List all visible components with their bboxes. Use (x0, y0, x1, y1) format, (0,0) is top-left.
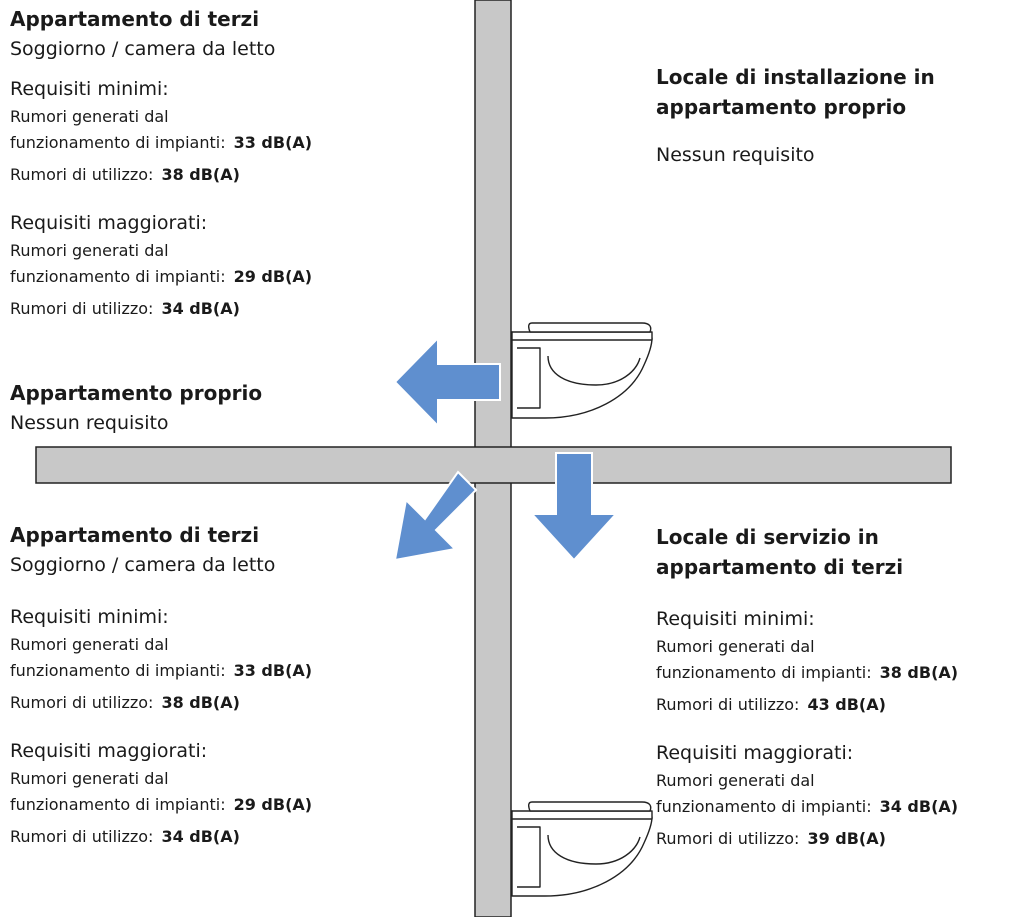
arrow-down-left-icon (393, 470, 478, 562)
db-value: 33 dB(A) (233, 661, 313, 680)
db-value: 34 dB(A) (161, 299, 240, 318)
wall-toilet-icon (511, 801, 653, 897)
req-label: Rumori di utilizzo: (10, 299, 154, 318)
req-line: Rumori di utilizzo: 34 dB(A) (10, 824, 312, 850)
req-line: Rumori di utilizzo: 39 dB(A) (656, 826, 958, 852)
db-value: 33 dB(A) (233, 133, 313, 152)
req-line: Rumori generati dal (10, 769, 169, 788)
req-line: Rumori di utilizzo: 43 dB(A) (656, 692, 958, 718)
increased-requirements-heading: Requisiti maggiorati: (10, 212, 208, 234)
req-label: funzionamento di impianti: (656, 797, 872, 816)
req-label: Rumori di utilizzo: (10, 827, 154, 846)
db-value: 38 dB(A) (161, 165, 240, 184)
req-line: funzionamento di impianti: 34 dB(A) (656, 794, 958, 820)
req-label: Rumori di utilizzo: (656, 695, 800, 714)
section-subtitle: Soggiorno / camera da letto (10, 38, 276, 60)
db-value: 34 dB(A) (879, 797, 959, 816)
section-subtitle: Nessun requisito (10, 412, 169, 434)
db-value: 29 dB(A) (233, 267, 313, 286)
section-title: appartamento di terzi (656, 555, 904, 579)
req-label: funzionamento di impianti: (10, 661, 226, 680)
min-requirements-heading: Requisiti minimi: (10, 78, 169, 100)
section-subtitle: Nessun requisito (656, 144, 815, 166)
req-line: Rumori generati dal (656, 637, 815, 656)
req-label: funzionamento di impianti: (10, 267, 226, 286)
db-value: 38 dB(A) (879, 663, 959, 682)
top-left-requirements: Appartamento di terzi Soggiorno / camera… (10, 4, 312, 322)
req-line: funzionamento di impianti: 29 dB(A) (10, 792, 312, 818)
req-line: Rumori di utilizzo: 38 dB(A) (10, 690, 312, 716)
min-requirements-heading: Requisiti minimi: (656, 608, 815, 630)
installation-room: Locale di installazione in appartamento … (656, 62, 935, 170)
service-room-requirements: Locale di servizio in appartamento di te… (656, 522, 958, 852)
db-value: 29 dB(A) (233, 795, 313, 814)
section-subtitle: Soggiorno / camera da letto (10, 554, 276, 576)
own-apartment: Appartamento proprio Nessun requisito (10, 378, 262, 438)
req-line: funzionamento di impianti: 38 dB(A) (656, 660, 958, 686)
req-line: Rumori generati dal (656, 771, 815, 790)
increased-requirements-heading: Requisiti maggiorati: (656, 742, 854, 764)
req-label: Rumori di utilizzo: (656, 829, 800, 848)
arrow-left-icon (393, 335, 501, 429)
req-line: Rumori generati dal (10, 107, 169, 126)
db-value: 38 dB(A) (161, 693, 240, 712)
section-title: Locale di servizio in (656, 525, 879, 549)
min-requirements-heading: Requisiti minimi: (10, 606, 169, 628)
wall-toilet-icon (511, 322, 653, 419)
section-title: Appartamento di terzi (10, 523, 260, 547)
req-line: funzionamento di impianti: 33 dB(A) (10, 658, 312, 684)
section-title: Appartamento proprio (10, 381, 263, 405)
db-value: 34 dB(A) (161, 827, 240, 846)
section-title: Appartamento di terzi (10, 7, 260, 31)
req-label: funzionamento di impianti: (656, 663, 872, 682)
db-value: 43 dB(A) (807, 695, 886, 714)
req-label: Rumori di utilizzo: (10, 693, 154, 712)
section-title: Locale di installazione in (656, 65, 935, 89)
req-line: Rumori generati dal (10, 635, 169, 654)
req-label: Rumori di utilizzo: (10, 165, 154, 184)
req-line: Rumori generati dal (10, 241, 169, 260)
req-line: funzionamento di impianti: 33 dB(A) (10, 130, 312, 156)
req-line: funzionamento di impianti: 29 dB(A) (10, 264, 312, 290)
increased-requirements-heading: Requisiti maggiorati: (10, 740, 208, 762)
bottom-left-requirements: Appartamento di terzi Soggiorno / camera… (10, 520, 312, 850)
req-line: Rumori di utilizzo: 38 dB(A) (10, 162, 312, 188)
db-value: 39 dB(A) (807, 829, 886, 848)
req-label: funzionamento di impianti: (10, 133, 226, 152)
req-label: funzionamento di impianti: (10, 795, 226, 814)
req-line: Rumori di utilizzo: 34 dB(A) (10, 296, 312, 322)
arrow-down-icon (529, 452, 619, 562)
section-title: appartamento proprio (656, 95, 907, 119)
wall-slab-junction (476, 448, 510, 482)
